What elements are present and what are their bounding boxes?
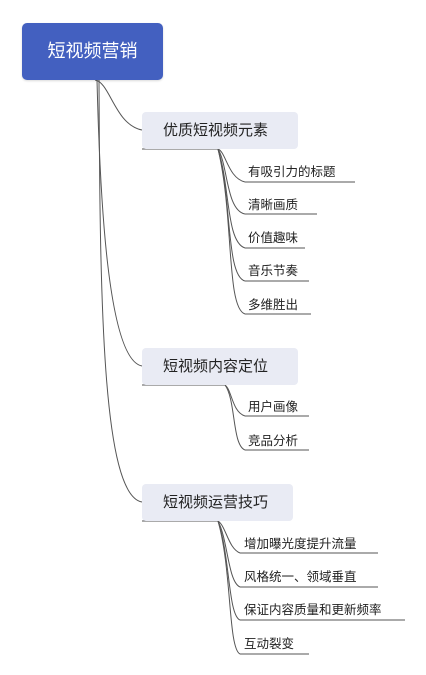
leaf-node-competitor-analysis: 竞品分析 xyxy=(248,433,299,448)
branch-node-operation-skills: 短视频运营技巧 xyxy=(142,484,293,521)
leaf-node-interactive-fission: 互动裂变 xyxy=(244,636,295,651)
leaf-node-value-fun: 价值趣味 xyxy=(248,230,299,245)
leaf-node-attractive-title: 有吸引力的标题 xyxy=(248,164,336,179)
leaf-node-music-rhythm: 音乐节奏 xyxy=(248,263,299,278)
leaf-node-unified-style: 风格统一、领域垂直 xyxy=(244,569,357,584)
leaf-node-clear-quality: 清晰画质 xyxy=(248,197,299,212)
leaf-node-content-quality: 保证内容质量和更新频率 xyxy=(244,602,382,617)
connector-root-branch-3 xyxy=(98,79,143,503)
root-node: 短视频营销 xyxy=(22,23,163,80)
leaf-node-user-persona: 用户画像 xyxy=(248,399,299,414)
connector-root-branch-1 xyxy=(94,79,143,131)
branch-node-quality-elements: 优质短视频元素 xyxy=(142,112,298,149)
branch-node-content-positioning: 短视频内容定位 xyxy=(142,348,298,385)
connector-root-branch-2 xyxy=(96,79,143,367)
leaf-node-increase-exposure: 增加曝光度提升流量 xyxy=(244,536,357,551)
leaf-node-multidimensional-win: 多维胜出 xyxy=(248,297,299,312)
